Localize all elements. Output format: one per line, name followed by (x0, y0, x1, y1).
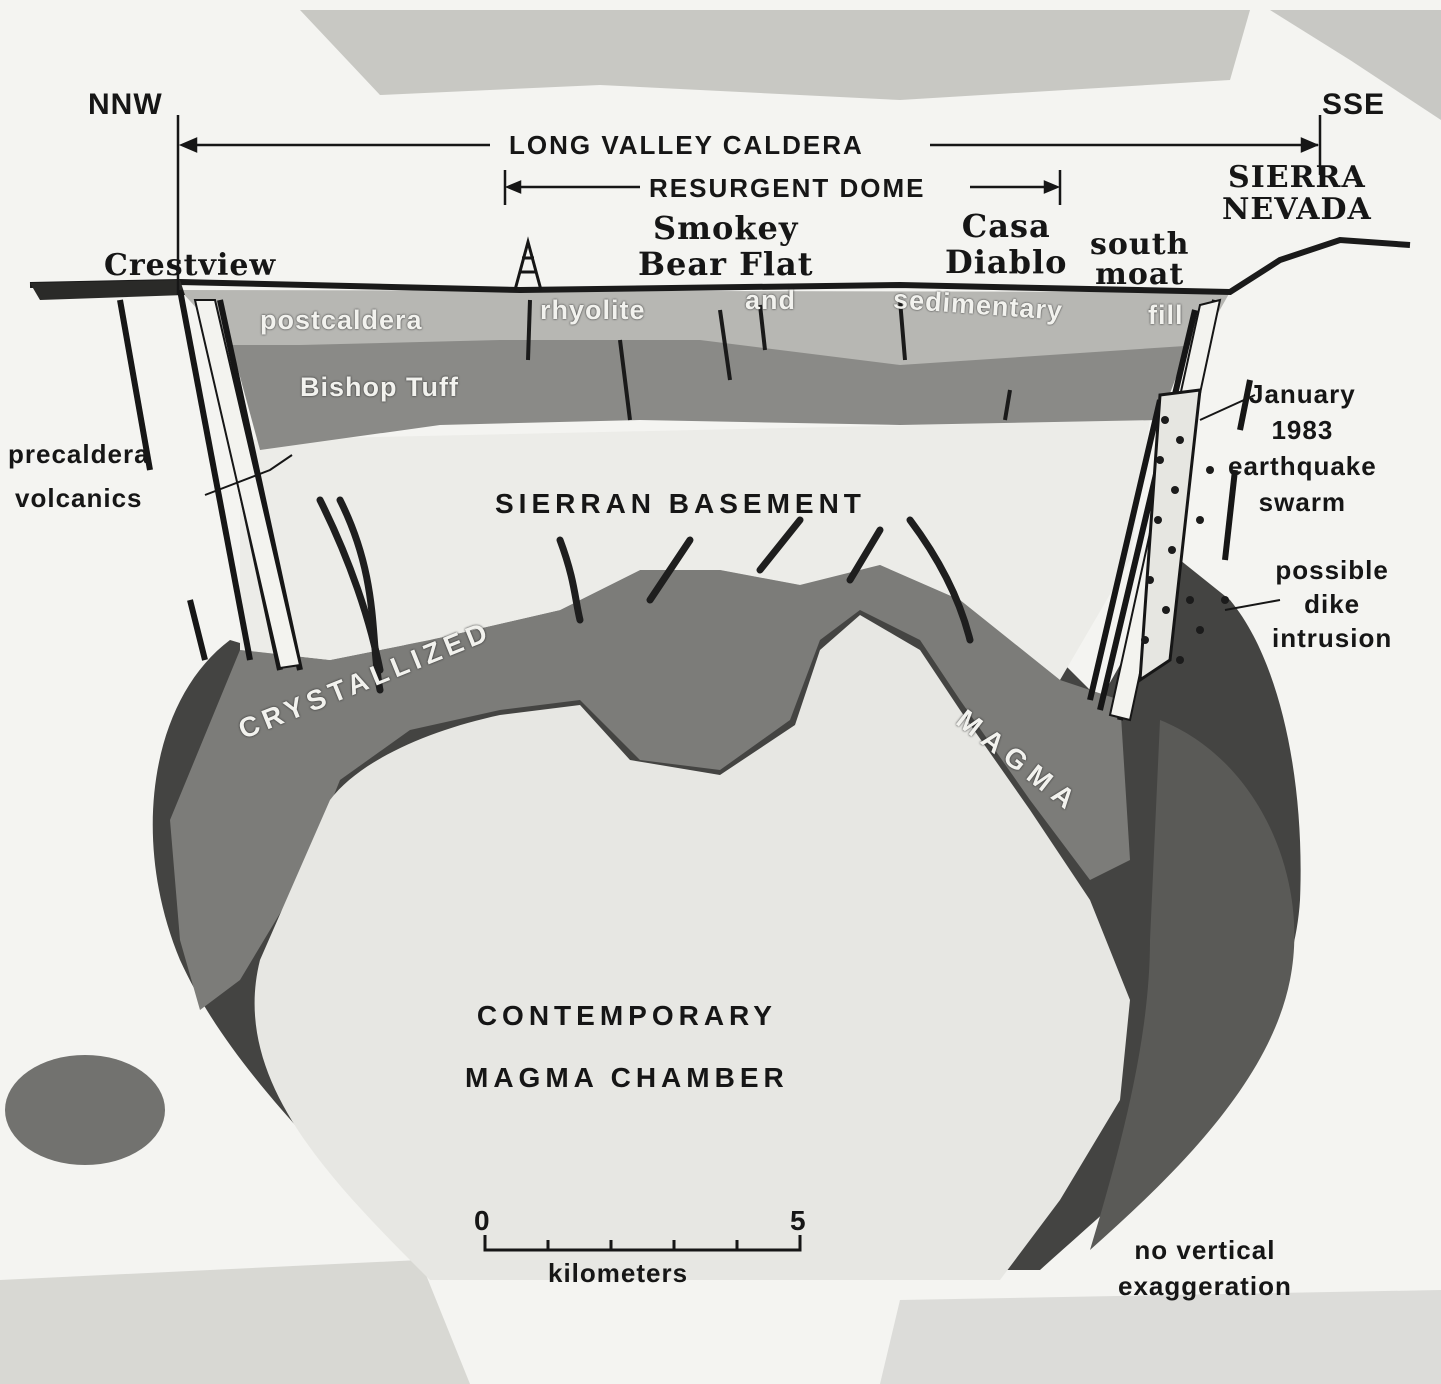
south-moat-label: south moat (1090, 230, 1189, 290)
crestview-label: Crestview (104, 248, 276, 283)
south-moat-line2: moat (1090, 260, 1189, 290)
vertical-exaggeration-note: no vertical exaggeration (1118, 1232, 1292, 1304)
quake-line4: swarm (1228, 484, 1377, 520)
resurgent-dome-label: RESURGENT DOME (645, 173, 929, 204)
earthquake-swarm-label: January 1983 earthquake swarm (1228, 376, 1377, 520)
direction-nnw: NNW (88, 88, 163, 122)
sierra-nevada-line2: NEVADA (1222, 194, 1372, 226)
quake-line2: 1983 (1228, 412, 1377, 448)
background-smudge-bottom (0, 1260, 470, 1384)
direction-sse: SSE (1322, 88, 1385, 122)
fill-word-postcaldera: postcaldera (260, 305, 423, 336)
chamber-line2: MAGMA CHAMBER (465, 1047, 789, 1109)
smokey-line1: Smokey (638, 210, 814, 246)
scale-unit-label: kilometers (548, 1258, 688, 1289)
note-line2: exaggeration (1118, 1268, 1292, 1304)
magma-chamber-label: CONTEMPORARY MAGMA CHAMBER (465, 985, 789, 1109)
smokey-bear-flat-label: Smokey Bear Flat (638, 210, 814, 282)
sierra-nevada-line1: SIERRA (1222, 162, 1372, 194)
precaldera-line2: volcanics (8, 476, 150, 520)
chamber-line1: CONTEMPORARY (465, 985, 789, 1047)
dike-line1: possible (1272, 553, 1392, 587)
background-smudge-bottom-right (880, 1290, 1441, 1384)
casa-line2: Diablo (945, 244, 1068, 280)
note-line1: no vertical (1118, 1232, 1292, 1268)
caldera-label: LONG VALLEY CALDERA (505, 130, 868, 161)
drill-rig-icon (515, 242, 541, 290)
south-moat-line1: south (1090, 230, 1189, 260)
quake-line1: January (1228, 376, 1377, 412)
scale-max-label: 5 (790, 1205, 808, 1237)
ground-surface-left-mass (30, 280, 185, 300)
casa-line1: Casa (945, 208, 1068, 244)
background-smudge-left (5, 1055, 165, 1165)
smokey-line2: Bear Flat (638, 246, 814, 282)
quake-line3: earthquake (1228, 448, 1377, 484)
precaldera-line1: precaldera (8, 432, 150, 476)
fill-word-fill: fill (1148, 300, 1184, 331)
bishop-tuff-label: Bishop Tuff (300, 372, 459, 403)
sierran-basement-label: SIERRAN BASEMENT (495, 488, 866, 520)
background-smudge-top (300, 10, 1250, 100)
dike-line3: intrusion (1272, 621, 1392, 655)
dike-line2: dike (1272, 587, 1392, 621)
precaldera-volcanics-label: precaldera volcanics (8, 432, 150, 520)
fill-word-and: and (745, 285, 796, 316)
dike-intrusion-label: possible dike intrusion (1272, 553, 1392, 655)
sierra-nevada-label: SIERRA NEVADA (1222, 162, 1372, 226)
fill-word-rhyolite: rhyolite (540, 295, 646, 326)
casa-diablo-label: Casa Diablo (945, 208, 1068, 280)
scale-min-label: 0 (474, 1205, 492, 1237)
